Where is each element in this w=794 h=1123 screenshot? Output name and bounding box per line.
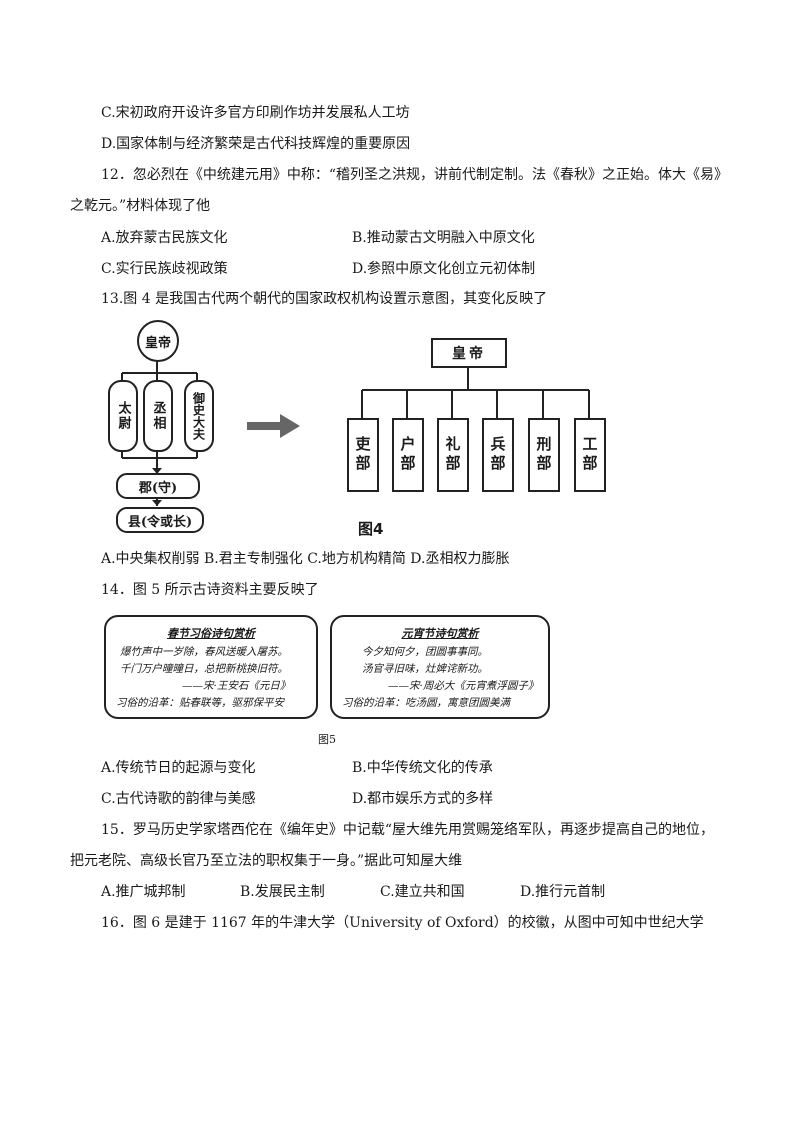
q15-option-c: C.建立共和国 — [380, 884, 465, 900]
q12-option-a: A.放弃蒙古民族文化 — [101, 230, 228, 246]
ministry-li-personnel: 吏部 — [347, 418, 379, 492]
right-emperor-node: 皇帝 — [431, 338, 507, 368]
figure-5-caption: 图5 — [318, 733, 336, 746]
q14-option-d: D.都市娱乐方式的多样 — [352, 791, 494, 807]
poem-card-spring-festival: 春节习俗诗句赏析 爆竹声中一岁除，春风送暖入屠苏。 千门万户曈曈日，总把新桃换旧… — [104, 615, 318, 719]
left-chengxiang-label: 丞相 — [150, 401, 166, 431]
left-yushi-node: 御史大夫 — [184, 380, 214, 452]
figure-4-caption: 图4 — [358, 520, 384, 538]
ministry-bing-war: 兵部 — [482, 418, 514, 492]
poem-custom-note: 习俗的沿革：吃汤圆，寓意团圆美满 — [342, 697, 510, 709]
poem-card-lantern-festival: 元宵节诗句赏析 今夕知何夕，团圆事事同。 汤官寻旧味，灶婢诧新功。 ——宋·周必… — [330, 615, 550, 719]
left-commandery-label: 郡(守) — [138, 480, 178, 496]
poem-source: ——宋·周必大《元宵煮浮圆子》 — [388, 680, 539, 692]
q13-options: A.中央集权削弱 B.君主专制强化 C.地方机构精简 D.丞相权力膨胀 — [101, 551, 510, 567]
ministry-li-rites: 礼部 — [437, 418, 469, 492]
q12-option-b: B.推动蒙古文明融入中原文化 — [352, 230, 535, 246]
ministry-hu-revenue: 户部 — [392, 418, 424, 492]
poem-card-title: 元宵节诗句赏析 — [401, 627, 479, 640]
q14-option-c: C.古代诗歌的韵律与美感 — [101, 791, 256, 807]
q15-stem-line1: 15．罗马历史学家塔西佗在《编年史》中记载“屋大维先用赏赐笼络军队，再逐步提高自… — [101, 822, 714, 838]
ministry-label: 吏部 — [353, 436, 372, 474]
left-commandery-node: 郡(守) — [116, 473, 200, 499]
left-county-label: 县(令或长) — [127, 514, 193, 530]
ministry-label: 礼部 — [443, 436, 462, 474]
q12-option-d: D.参照中原文化创立元初体制 — [352, 261, 536, 277]
q12-option-c: C.实行民族歧视政策 — [101, 261, 228, 277]
left-emperor-node: 皇帝 — [137, 320, 179, 362]
left-taiwei-node: 太尉 — [108, 380, 138, 452]
right-emperor-label: 皇帝 — [452, 346, 486, 362]
left-county-node: 县(令或长) — [116, 507, 204, 533]
q15-option-a: A.推广城邦制 — [101, 884, 186, 900]
ministry-label: 刑部 — [534, 436, 553, 474]
poem-custom-note: 习俗的沿革：贴春联等，驱邪保平安 — [116, 697, 284, 709]
left-emperor-label: 皇帝 — [144, 335, 171, 351]
q15-option-b: B.发展民主制 — [240, 884, 325, 900]
poem-line: 千门万户曈曈日，总把新桃换旧符。 — [120, 663, 288, 675]
q14-option-a: A.传统节日的起源与变化 — [101, 760, 256, 776]
left-yushi-label: 御史大夫 — [191, 392, 206, 440]
q14-option-b: B.中华传统文化的传承 — [352, 760, 493, 776]
q15-option-d: D.推行元首制 — [520, 884, 606, 900]
poem-source: ——宋·王安石《元日》 — [182, 680, 291, 692]
poem-line: 今夕知何夕，团圆事事同。 — [362, 646, 488, 658]
q14-stem: 14．图 5 所示古诗资料主要反映了 — [101, 582, 319, 598]
poem-line: 爆竹声中一岁除，春风送暖入屠苏。 — [120, 646, 288, 658]
q12-stem-line2: 之乾元。”材料体现了他 — [70, 198, 211, 214]
ministry-label: 工部 — [580, 436, 599, 474]
figure-4: 皇帝 太尉 丞相 御史大夫 郡(守) 县(令或长) 皇帝 吏部 户部 礼部 兵部… — [100, 318, 620, 540]
q11-option-c: C.宋初政府开设许多官方印刷作坊并发展私人工坊 — [101, 105, 410, 121]
ministry-label: 户部 — [398, 436, 417, 474]
q12-stem-line1: 12．忽必烈在《中统建元⽤》中称：“稽列圣之洪规，讲前代制定制。法《春秋》之正始… — [101, 167, 728, 183]
ministry-xing-justice: 刑部 — [528, 418, 560, 492]
q11-option-d: D.国家体制与经济繁荣是古代科技辉煌的重要原因 — [101, 136, 411, 152]
poem-card-title: 春节习俗诗句赏析 — [167, 627, 255, 640]
q15-stem-line2: 把元老院、高级长官乃至立法的职权集于一身。”据此可知屋大维 — [70, 853, 463, 869]
left-taiwei-label: 太尉 — [115, 401, 131, 431]
ministry-gong-works: 工部 — [574, 418, 606, 492]
ministry-label: 兵部 — [488, 436, 507, 474]
q13-stem: 13.图 4 是我国古代两个朝代的国家政权机构设置示意图，其变化反映了 — [101, 291, 548, 307]
q16-stem: 16．图 6 是建于 1167 年的牛津大学（University of Oxf… — [101, 915, 704, 931]
poem-line: 汤官寻旧味，灶婢诧新功。 — [362, 663, 488, 675]
left-chengxiang-node: 丞相 — [143, 380, 173, 452]
